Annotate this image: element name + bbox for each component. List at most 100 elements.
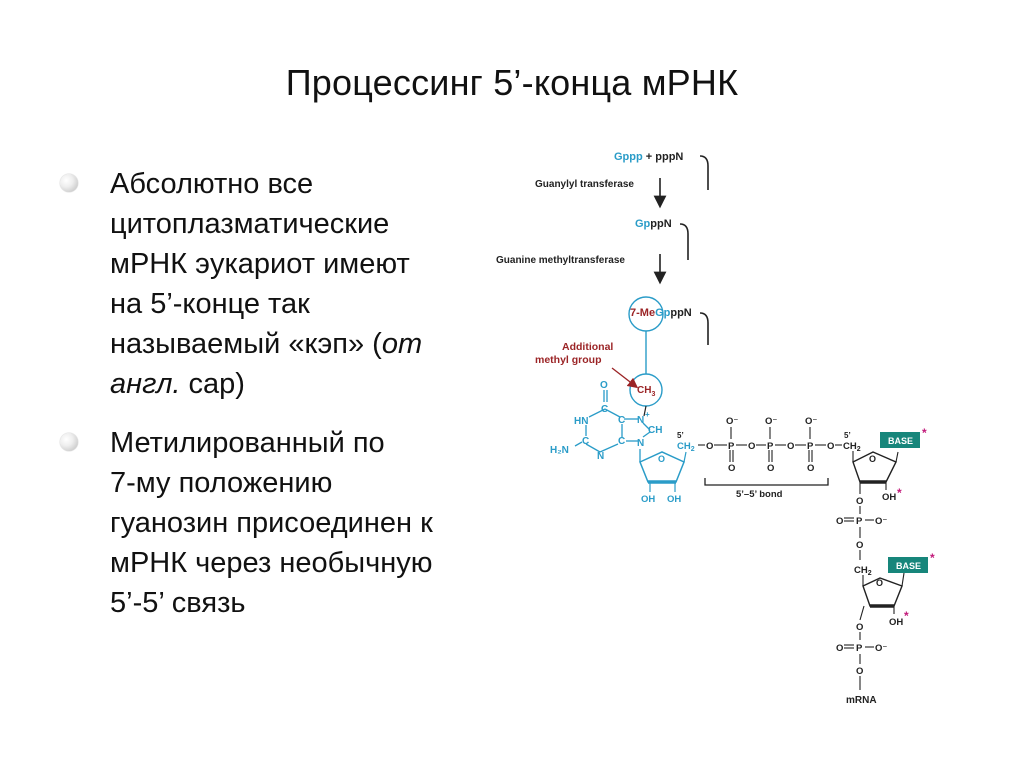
o-carbonyl: O xyxy=(600,380,608,391)
svg-text:P: P xyxy=(767,441,774,452)
bullet-italic-fragment: англ. xyxy=(110,368,181,400)
p1-ominus: O⁻ xyxy=(875,516,887,527)
bullet-line: 5’-5’ связь xyxy=(110,587,246,619)
cap-5prime: 5’ xyxy=(677,431,684,440)
hn-label: HN xyxy=(574,416,588,427)
bullet-line: 7-му положению xyxy=(110,467,333,499)
nuc2-base-star: * xyxy=(930,551,935,565)
cap-oh-left: OH xyxy=(641,494,655,505)
bullet-item-1: Абсолютно все цитоплазматические мРНК эу… xyxy=(60,164,490,404)
svg-text:P: P xyxy=(807,441,814,452)
bullet-fragment: называемый «кэп» ( xyxy=(110,328,382,360)
bullet-text-1: Абсолютно все цитоплазматические мРНК эу… xyxy=(110,164,490,404)
svg-text:O: O xyxy=(728,463,735,474)
bullet-circle-icon xyxy=(60,433,78,451)
nuc2-base-box xyxy=(888,557,928,573)
bullet-line: называемый «кэп» (от xyxy=(110,324,490,364)
svg-text:O⁻: O⁻ xyxy=(765,416,777,427)
c8-label: CH xyxy=(648,425,662,436)
c6-label: C xyxy=(601,404,608,415)
step3-label: 7-MeGpppN xyxy=(630,307,692,319)
mrna-label: mRNA xyxy=(846,695,877,706)
nuc2-base-label: BASE xyxy=(896,561,921,571)
nuc1-base-bond xyxy=(895,451,899,463)
n7-charge: + xyxy=(645,410,650,419)
svg-text:O⁻: O⁻ xyxy=(726,416,738,427)
svg-text:P: P xyxy=(728,441,735,452)
callout-arrow xyxy=(611,367,639,389)
c5-label: C xyxy=(618,415,625,426)
cap-ribose-o: O xyxy=(658,454,665,464)
bullet-line: мРНК эукариот имеют xyxy=(110,248,410,280)
bond-bracket xyxy=(704,478,829,486)
bullet-line: гуанозин присоединен к xyxy=(110,507,433,539)
nuc1-base-box xyxy=(880,432,920,448)
bullet-line: Метилированный по xyxy=(110,427,385,459)
nuc1-oh-star: * xyxy=(897,486,902,500)
bullet-fragment: cap) xyxy=(180,368,245,400)
svg-text:O: O xyxy=(807,463,814,474)
cap-ribose-ring xyxy=(639,451,685,483)
nuc1-o3: O xyxy=(856,496,863,507)
nuc2-base-bond xyxy=(901,572,905,587)
nuc2-ribose-o: O xyxy=(876,578,883,588)
svg-text:O: O xyxy=(706,441,713,452)
step2-label: GpppN xyxy=(635,218,672,230)
step2-bracket xyxy=(679,223,689,260)
svg-text:O⁻: O⁻ xyxy=(805,416,817,427)
bullet-line: англ. cap) xyxy=(110,364,490,404)
triphosphate-bridge: O P O P O P O O⁻ O⁻ O⁻ O O O xyxy=(706,416,834,474)
h2n-label: H₂N xyxy=(550,445,569,456)
bullet-text-2: Метилированный по 7-му положению гуанози… xyxy=(110,423,490,623)
triphosphate-bonds xyxy=(698,427,842,462)
svg-text:O: O xyxy=(767,463,774,474)
p1-o-left: O xyxy=(836,516,843,527)
svg-text:O: O xyxy=(787,441,794,452)
nuc2-o3-bond xyxy=(859,605,865,621)
p2-ominus: O⁻ xyxy=(875,643,887,654)
bullet-line: мРНК через необычную xyxy=(110,547,433,579)
p2-o-left: O xyxy=(836,643,843,654)
c4-label: C xyxy=(618,436,625,447)
enzyme1-label: Guanylyl transferase xyxy=(535,179,634,190)
nuc1-5prime: 5’ xyxy=(844,431,851,440)
nuc2-oh-star: * xyxy=(904,609,909,623)
step3-bracket xyxy=(699,312,709,345)
c2-label: C xyxy=(582,436,589,447)
nuc1-ribose-ring xyxy=(852,451,897,483)
nuc2-o3: O xyxy=(856,622,863,633)
n-ch3-bond xyxy=(643,405,647,417)
bullet-circle-icon xyxy=(60,174,78,192)
n3-label: N xyxy=(597,451,604,462)
cap-oh-right: OH xyxy=(667,494,681,505)
bullet-item-2: Метилированный по 7-му положению гуанози… xyxy=(60,423,490,623)
nuc1-base-star: * xyxy=(922,426,927,440)
p1-p: P xyxy=(856,516,863,527)
step1-label: Gppp + pppN xyxy=(614,151,683,163)
ch3-label: CH3 xyxy=(637,385,655,398)
slide-title: Процессинг 5’-конца мРНК xyxy=(285,62,739,103)
nuc1-ch2: CH2 xyxy=(843,441,861,453)
nuc1-oh: OH xyxy=(882,492,896,503)
n7-label: N xyxy=(637,415,644,426)
nuc1-ribose-o: O xyxy=(869,454,876,464)
p2-p: P xyxy=(856,643,863,654)
nuc2-oh: OH xyxy=(889,617,903,628)
n9-label: N xyxy=(637,438,644,449)
step1-bracket xyxy=(699,155,709,190)
nuc2-ribose-ring xyxy=(862,577,903,607)
bond-label: 5’–5’ bond xyxy=(736,489,783,500)
p1-o-bottom: O xyxy=(856,540,863,551)
bullet-line: цитоплазматические xyxy=(110,208,390,240)
svg-text:O: O xyxy=(748,441,755,452)
bullet-line: на 5’-конце так xyxy=(110,288,310,320)
bullet-italic-fragment: от xyxy=(381,328,423,360)
nuc1-base-label: BASE xyxy=(888,436,913,446)
enzyme2-label: Guanine methyltransferase xyxy=(496,255,625,266)
p2-o-bottom: O xyxy=(856,666,863,677)
nuc2-ch2: CH2 xyxy=(854,565,872,577)
cap-c4-ch2-bond xyxy=(683,451,687,463)
cap-ch2-label: CH2 xyxy=(677,441,695,453)
